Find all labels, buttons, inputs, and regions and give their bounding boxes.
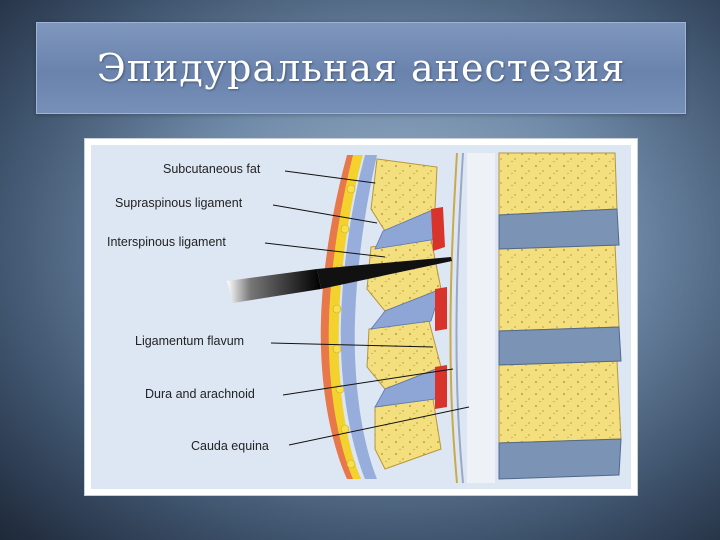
vertebral-bodies xyxy=(498,152,622,444)
interspinous-ligaments xyxy=(370,208,442,408)
leader-lines xyxy=(264,170,470,446)
ligamentum-flavum xyxy=(431,207,447,409)
slide-title: Эпидуральная анестезия xyxy=(96,46,626,90)
anatomy-figure: Subcutaneous fat Supraspinous ligament I… xyxy=(84,138,638,496)
label-cauda-equina: Cauda equina xyxy=(191,439,269,453)
dura-arachnoid xyxy=(449,152,464,484)
spinal-canal xyxy=(467,153,495,483)
label-subcutaneous-fat: Subcutaneous fat xyxy=(163,162,261,176)
label-ligamentum-flavum: Ligamentum flavum xyxy=(135,334,244,348)
spine-illustration: Subcutaneous fat Supraspinous ligament I… xyxy=(107,152,622,484)
supraspinous-band xyxy=(340,155,377,479)
label-interspinous-ligament: Interspinous ligament xyxy=(107,235,226,249)
epidural-needle xyxy=(227,257,452,303)
label-dura-and-arachnoid: Dura and arachnoid xyxy=(145,387,255,401)
intervertebral-discs xyxy=(498,208,622,480)
title-bar: Эпидуральная анестезия xyxy=(36,22,686,114)
label-supraspinous-ligament: Supraspinous ligament xyxy=(115,196,243,210)
